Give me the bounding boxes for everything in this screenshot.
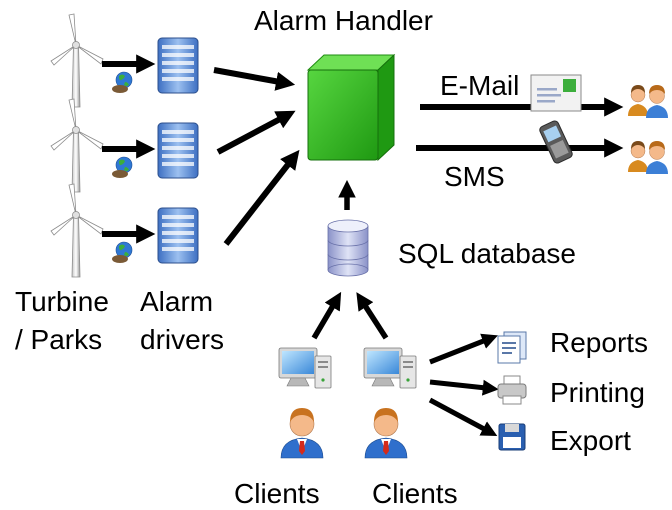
alarm-drivers-label-line2: drivers	[140, 324, 225, 355]
turbine-to-driver-arrows	[102, 54, 156, 244]
globe-icon	[111, 71, 133, 94]
green-cube-icon	[306, 53, 396, 162]
database-icon	[327, 219, 369, 277]
reports-label: Reports	[550, 327, 649, 358]
clients-left-label: Clients	[234, 478, 320, 509]
turbine-label-line1: Turbine	[15, 286, 109, 317]
user-group-icon	[627, 84, 669, 119]
workstation-icon	[278, 347, 332, 389]
printer-icon	[497, 375, 527, 405]
mobile-phone-icon	[539, 120, 573, 164]
email-label: E-Mail	[440, 70, 520, 101]
workstation-icon	[363, 347, 417, 389]
export-label: Export	[550, 425, 631, 456]
server-icon	[157, 37, 199, 94]
sms-label: SMS	[444, 161, 505, 192]
server-icon	[157, 122, 199, 179]
clients-to-database-arrows	[311, 291, 389, 340]
alarm-drivers-label-line1: Alarm	[140, 286, 214, 317]
clients-to-outputs-arrows	[428, 333, 499, 437]
turbine-label-line2: / Parks	[15, 324, 103, 355]
alarm-handler-label: Alarm Handler	[254, 5, 433, 36]
wind-turbine-icon	[50, 183, 104, 278]
person-icon	[280, 407, 324, 459]
user-group-icon	[627, 140, 669, 175]
printing-label: Printing	[550, 377, 645, 408]
handler-to-users-arrows	[416, 97, 624, 158]
clients-right-label: Clients	[372, 478, 458, 509]
report-icon	[497, 331, 527, 364]
person-icon	[364, 407, 408, 459]
floppy-disk-icon	[498, 423, 526, 451]
wind-turbine-icon	[50, 13, 104, 108]
globe-icon	[111, 241, 133, 264]
driver-to-handler-arrows	[213, 67, 300, 246]
wind-turbine-icon	[50, 98, 104, 193]
envelope-icon	[530, 74, 582, 112]
globe-icon	[111, 156, 133, 179]
server-icon	[157, 207, 199, 264]
sql-database-label: SQL database	[398, 238, 576, 269]
